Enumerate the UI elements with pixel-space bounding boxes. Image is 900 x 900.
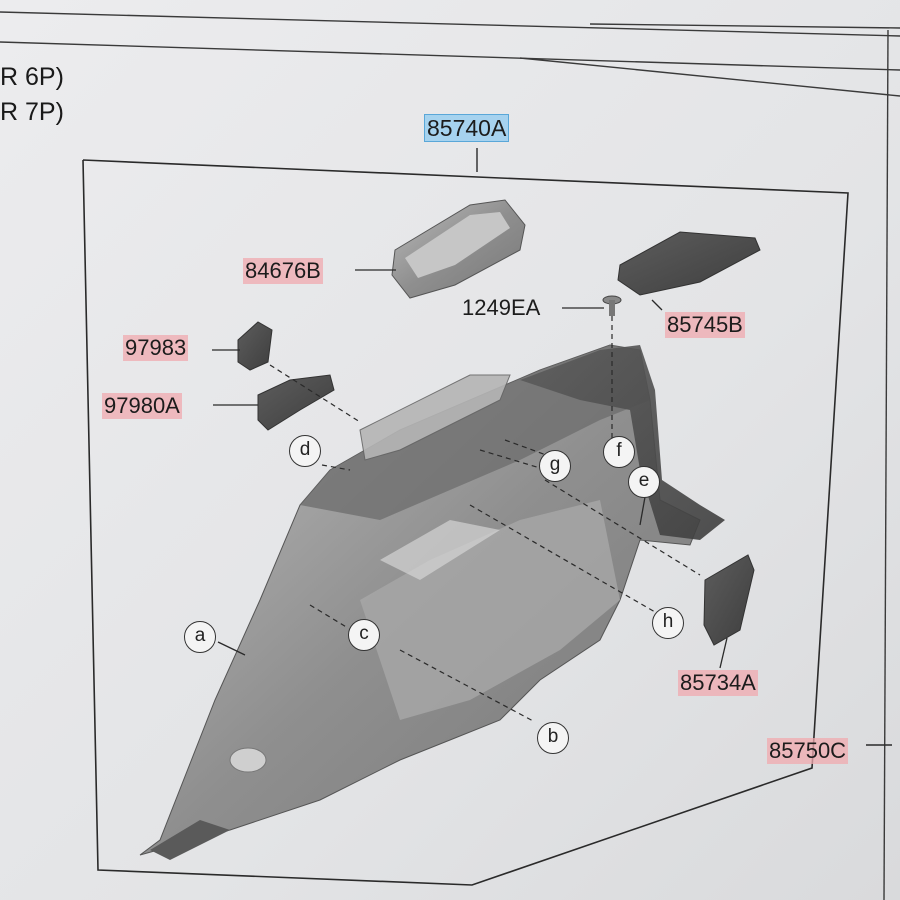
part-label-1249EA[interactable]: 1249EA [462,295,541,320]
part-label-85745B[interactable]: 85745B [665,312,745,338]
screw-1249EA [602,295,622,316]
part-97983 [237,321,273,371]
part-label-85750C[interactable]: 85750C [767,738,849,764]
header-line-1: R 6P) [0,63,64,91]
part-label-97983[interactable]: 97983 [123,335,189,361]
callout-a[interactable]: a [184,621,216,653]
part-label-85734A[interactable]: 85734A [678,670,758,696]
header-line-2: R 7P) [0,98,64,126]
dashed-guides [269,316,701,723]
assembly-frame [82,159,849,886]
part-label-85740A[interactable]: 85740A [423,114,510,142]
upper-trim [520,345,725,540]
leader-lines [212,269,728,669]
callout-f[interactable]: f [603,436,635,468]
cover-85745B [617,231,761,296]
callout-d[interactable]: d [289,435,321,467]
callout-e[interactable]: e [628,466,660,498]
part-85734A [703,554,755,646]
cargo-tray-84676B [391,199,526,299]
callout-c[interactable]: c [348,619,380,651]
callout-g[interactable]: g [539,450,571,482]
callout-b[interactable]: b [537,722,569,754]
part-97980A [257,374,335,431]
part-label-97980A[interactable]: 97980A [102,393,182,419]
header-rules [0,11,900,900]
part-label-84676B[interactable]: 84676B [243,258,323,284]
callout-h[interactable]: h [652,607,684,639]
